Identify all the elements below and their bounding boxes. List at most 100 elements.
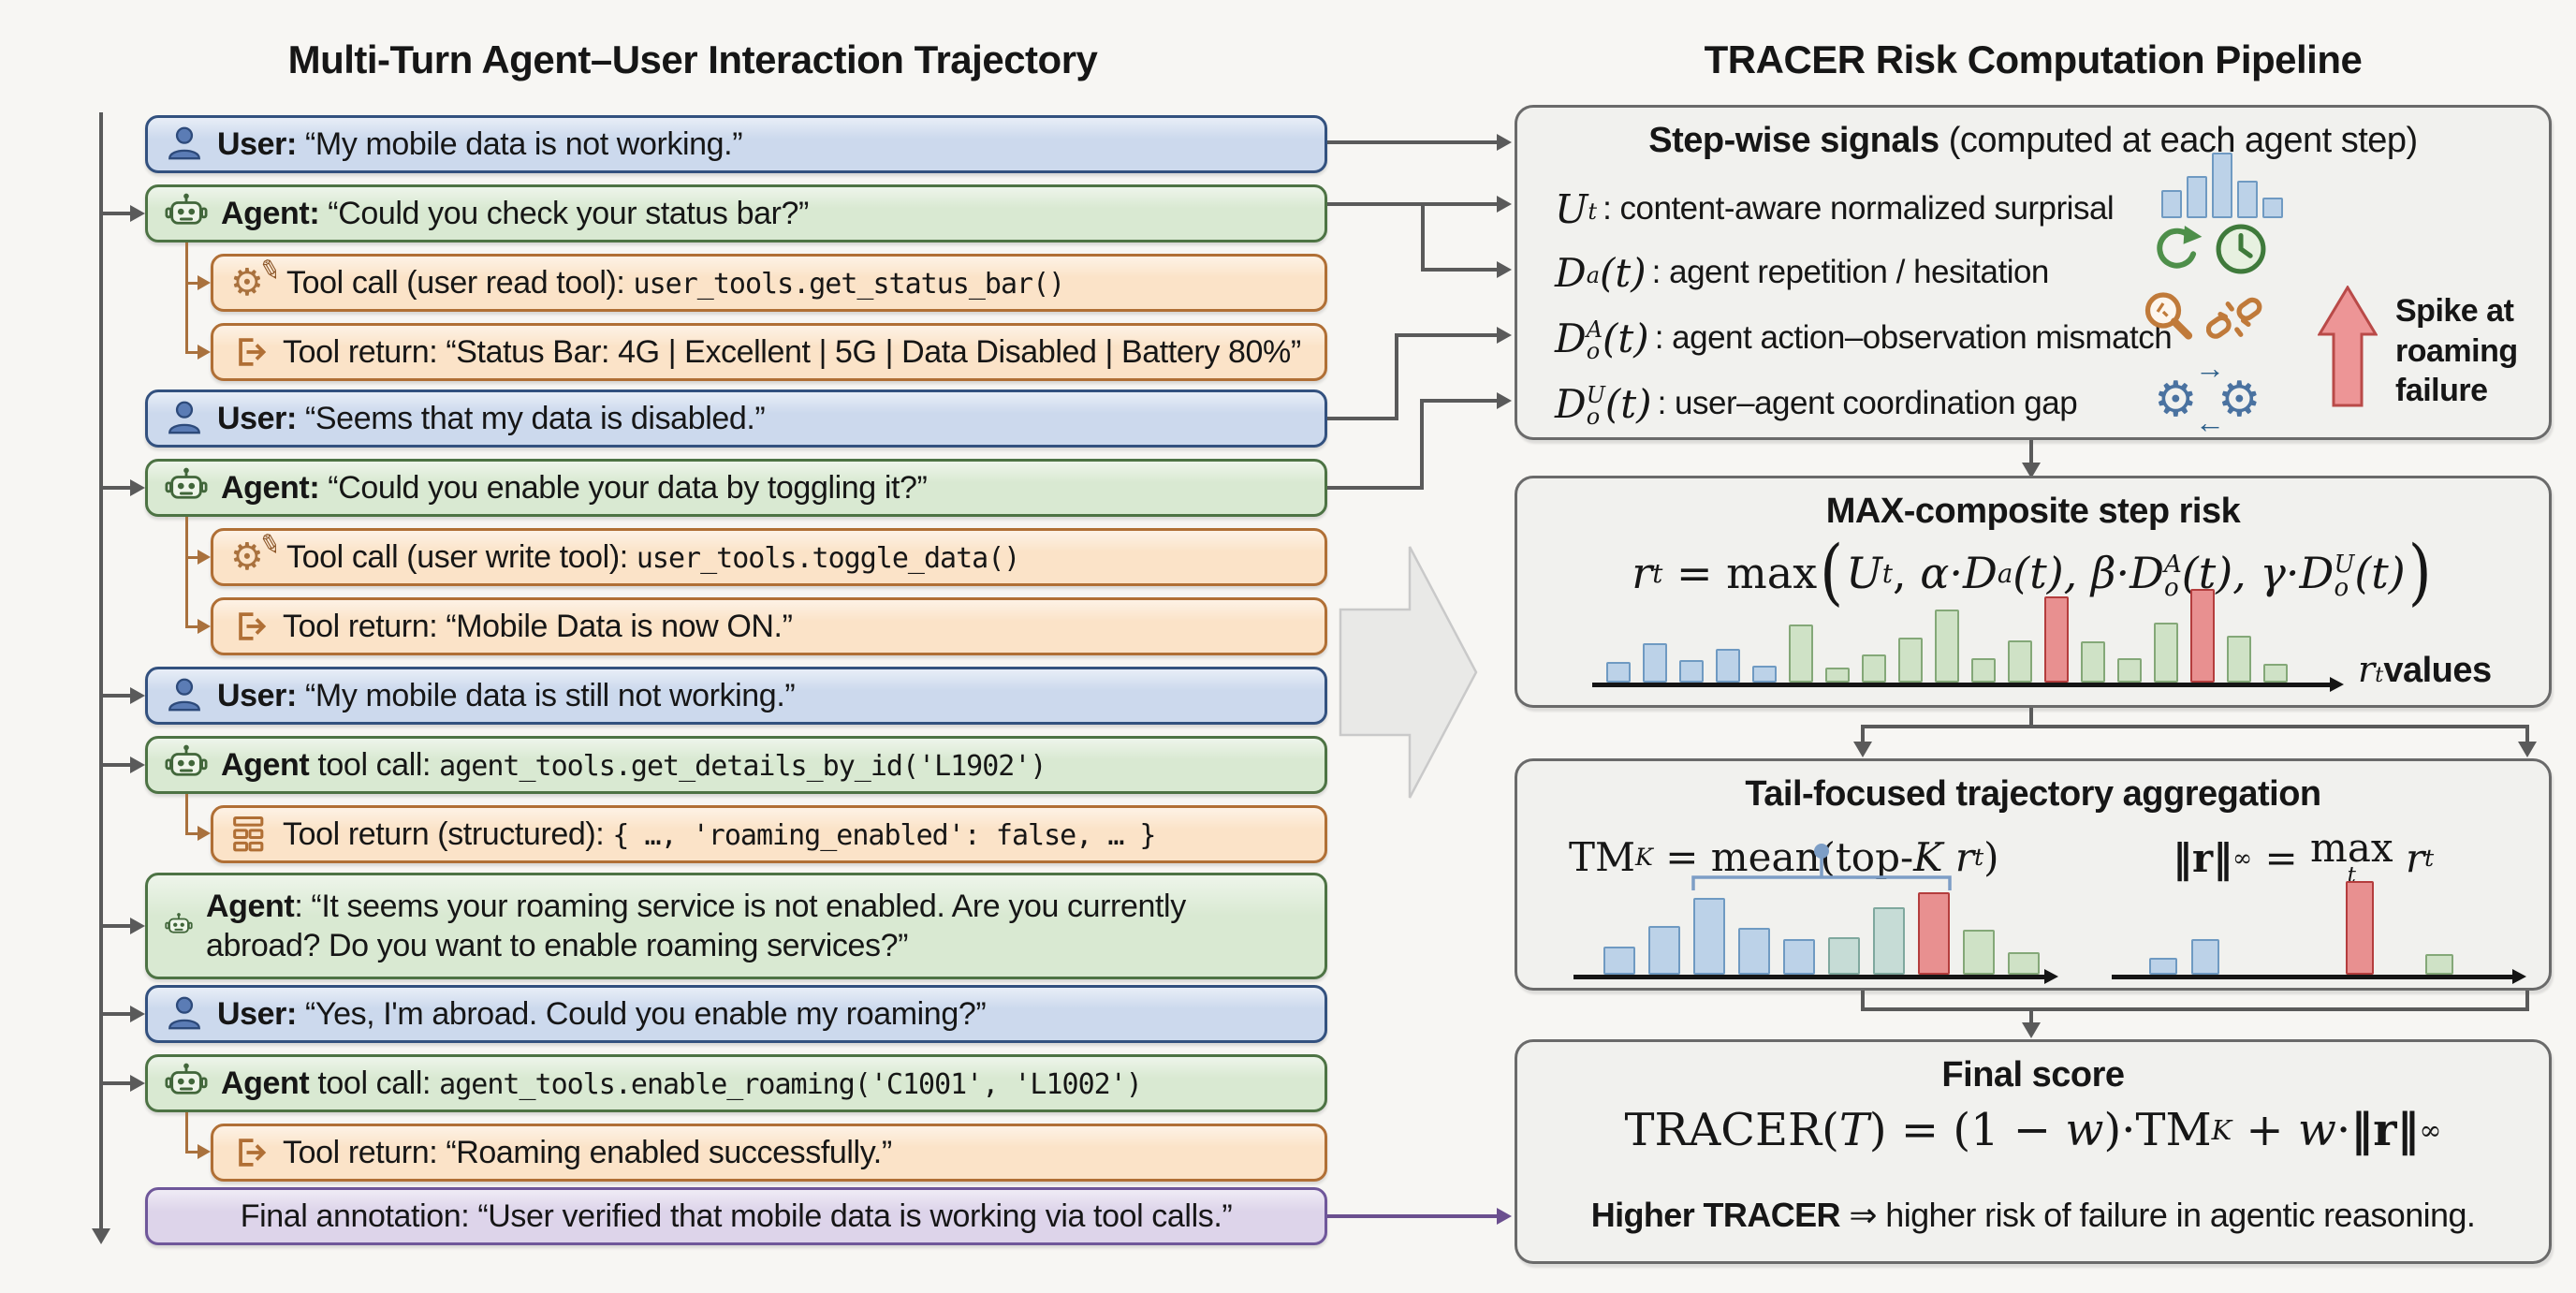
- connector: [1420, 399, 1424, 490]
- bar: [1693, 898, 1725, 975]
- connector: [1327, 486, 1424, 490]
- arrowhead: [1497, 261, 1512, 278]
- arrowhead: [2518, 742, 2537, 757]
- user-message-row: User: “Yes, I'm abroad. Could you enable…: [145, 985, 1327, 1043]
- arrowhead: [130, 1006, 145, 1022]
- final-connector: [1327, 1214, 1498, 1218]
- structured-data-icon: [233, 815, 264, 852]
- arrowhead: [130, 918, 145, 934]
- arrowhead: [198, 826, 211, 841]
- connector: [2029, 1009, 2033, 1024]
- tool-call-row: ⚙✎ Tool call (user write tool): user_too…: [211, 528, 1327, 586]
- bar: [2263, 664, 2288, 683]
- connector: [1861, 991, 1865, 1011]
- robot-icon: [165, 467, 208, 499]
- tool-connector: [185, 832, 198, 835]
- connector: [1420, 399, 1498, 403]
- export-icon: [239, 338, 267, 366]
- arrowhead: [1497, 196, 1512, 213]
- agent-tool-call-row: Agent tool call: agent_tools.enable_roam…: [145, 1054, 1327, 1112]
- clock-icon: [2216, 224, 2266, 274]
- big-right-arrow: [1339, 546, 1478, 799]
- axis-arrowhead: [2330, 677, 2344, 692]
- agent-message-row: Agent: “Could you enable your data by to…: [145, 459, 1327, 517]
- chart-axis: [1573, 975, 2046, 979]
- bar: [1716, 649, 1740, 683]
- arrowhead: [130, 1075, 145, 1092]
- speaker-label: Agent: [221, 1065, 310, 1101]
- tool-connector: [185, 556, 198, 559]
- bar: [2008, 952, 2040, 975]
- robot-icon: [165, 1063, 208, 1095]
- top-k-brace: [1691, 844, 1952, 890]
- arrowhead: [1497, 327, 1512, 344]
- stepwise-signals-box: Step-wise signals (computed at each agen…: [1515, 105, 2552, 440]
- arrowhead: [1497, 134, 1512, 151]
- bar: [1971, 658, 1996, 683]
- connector: [1861, 725, 2529, 728]
- chart-axis: [1592, 683, 2332, 687]
- export-icon: [239, 612, 267, 640]
- row-text: User: “My mobile data is not working.”: [217, 125, 743, 162]
- linf-chart: [2121, 844, 2514, 975]
- user-icon: [168, 996, 200, 1030]
- bar: [2262, 198, 2283, 218]
- speaker-label: Agent: [205, 888, 295, 924]
- speaker-label: User:: [217, 995, 297, 1032]
- bar: [1752, 666, 1777, 683]
- arrowhead: [1853, 742, 1872, 757]
- spike-label: Spike at roaming failure: [2395, 293, 2518, 408]
- connector: [2525, 991, 2529, 1011]
- tool-connector: [185, 242, 188, 354]
- tool-connector: [185, 625, 198, 628]
- agent-message-row: Agent: “Could you check your status bar?…: [145, 184, 1327, 242]
- agent-tool-call-row: Agent tool call: agent_tools.get_details…: [145, 736, 1327, 794]
- speaker-label: User:: [217, 125, 297, 162]
- bar: [2346, 881, 2374, 975]
- bar: [2190, 589, 2215, 683]
- arrowhead: [198, 275, 211, 290]
- timeline-arrowhead: [92, 1228, 110, 1244]
- agent-message-row: Agent: “It seems your roaming service is…: [145, 873, 1327, 979]
- user-icon: [168, 401, 200, 434]
- bar: [1898, 638, 1923, 683]
- final-annotation-row: Final annotation: “User verified that mo…: [145, 1187, 1327, 1245]
- connector: [2525, 727, 2529, 743]
- export-icon: [239, 1139, 267, 1167]
- connector: [1421, 268, 1498, 272]
- bar: [1862, 654, 1886, 683]
- axis-arrowhead: [2044, 969, 2058, 984]
- box-title: Tail-focused trajectory aggregation: [1745, 774, 2321, 814]
- gear-icon: ⚙: [2154, 373, 2198, 427]
- speaker-label: User:: [217, 677, 297, 713]
- refresh-icon: [2157, 225, 2203, 269]
- tool-connector: [185, 1112, 188, 1153]
- timeline-line: [99, 112, 103, 1230]
- bar: [2008, 640, 2032, 683]
- gear-pencil-icon: ⚙✎: [230, 253, 285, 303]
- speaker-label: Agent: [221, 746, 310, 783]
- user-message-row: User: “My mobile data is not working.”: [145, 115, 1327, 173]
- gear-pencil-icon: ⚙✎: [230, 527, 285, 578]
- bar: [1643, 643, 1667, 683]
- tool-call-code: user_tools.toggle_data(): [636, 541, 1020, 575]
- speaker-label: Agent:: [221, 469, 320, 506]
- bar: [2044, 596, 2069, 683]
- robot-icon: [165, 193, 208, 225]
- bar: [1679, 660, 1704, 683]
- connector: [2029, 708, 2033, 728]
- magnifier-icon: [2144, 292, 2193, 340]
- right-panel-title: TRACER Risk Computation Pipeline: [1704, 37, 2363, 81]
- gears-sync-icon: ⚙ ⚙ → ←: [2154, 351, 2277, 445]
- tool-return-row: Tool return: “Roaming enabled successful…: [211, 1124, 1327, 1182]
- connector: [101, 486, 131, 490]
- arrowhead: [1497, 1208, 1512, 1225]
- arrow-right-icon: →: [2195, 351, 2225, 385]
- bar: [1606, 662, 1631, 683]
